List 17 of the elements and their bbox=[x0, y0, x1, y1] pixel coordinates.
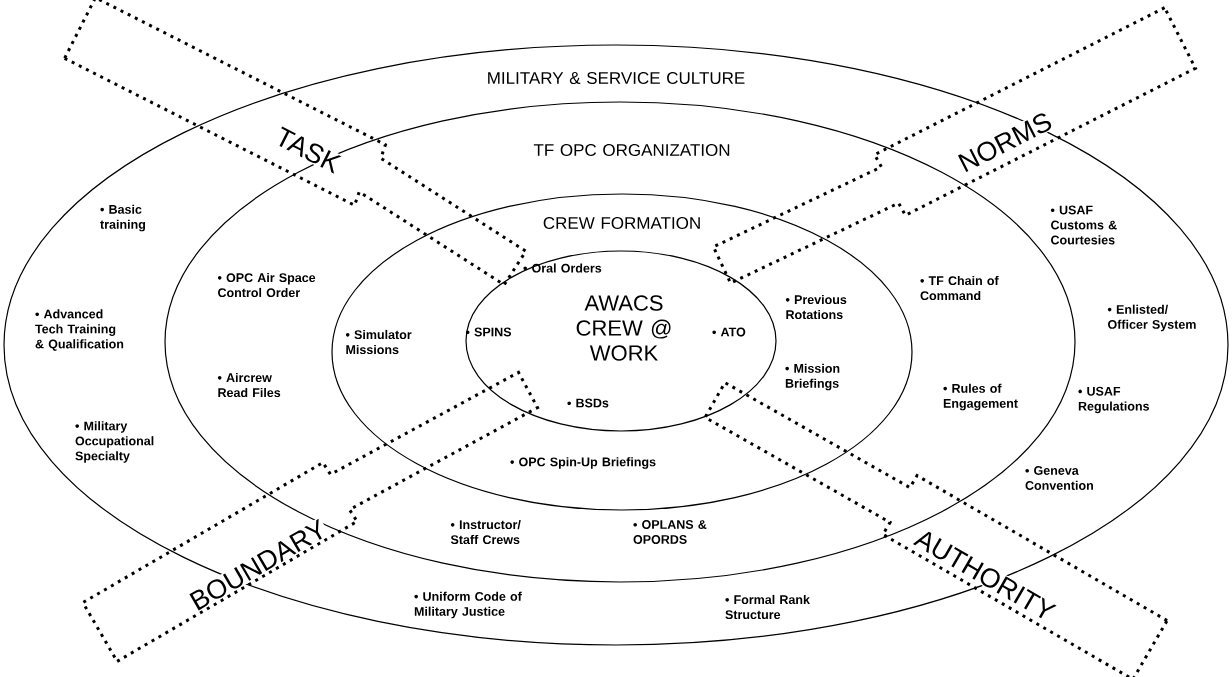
bullet-item: • Uniform Code of Military Justice bbox=[414, 591, 522, 619]
bullet-item: • ATO bbox=[712, 327, 746, 337]
bullet-item: • USAF Customs & Courtesies bbox=[1050, 205, 1117, 245]
bullet-item: • Geneva Convention bbox=[1025, 466, 1093, 490]
bullet-item: • USAF Regulations bbox=[1078, 386, 1150, 414]
bullet-item: • Advanced Tech Training & Qualification bbox=[35, 309, 124, 351]
bullet-item: • Instructor/ Staff Crews bbox=[450, 519, 521, 545]
bullet-item: • Previous Rotations bbox=[785, 294, 847, 320]
bullet-item: • Formal Rank Structure bbox=[725, 594, 810, 620]
bullet-item: • Enlisted/ Officer System bbox=[1107, 304, 1196, 332]
bullet-item: • Rules of Engagement bbox=[943, 383, 1018, 411]
bullet-item: • BSDs bbox=[567, 398, 609, 408]
ring-heading: AWACS CREW @ WORK bbox=[576, 295, 671, 361]
bullet-item: • Basic training bbox=[100, 204, 145, 232]
bullet-item: • Simulator Missions bbox=[345, 329, 412, 355]
bullet-item: • Aircrew Read Files bbox=[217, 372, 281, 398]
ring-heading: CREW FORMATION bbox=[543, 217, 700, 229]
